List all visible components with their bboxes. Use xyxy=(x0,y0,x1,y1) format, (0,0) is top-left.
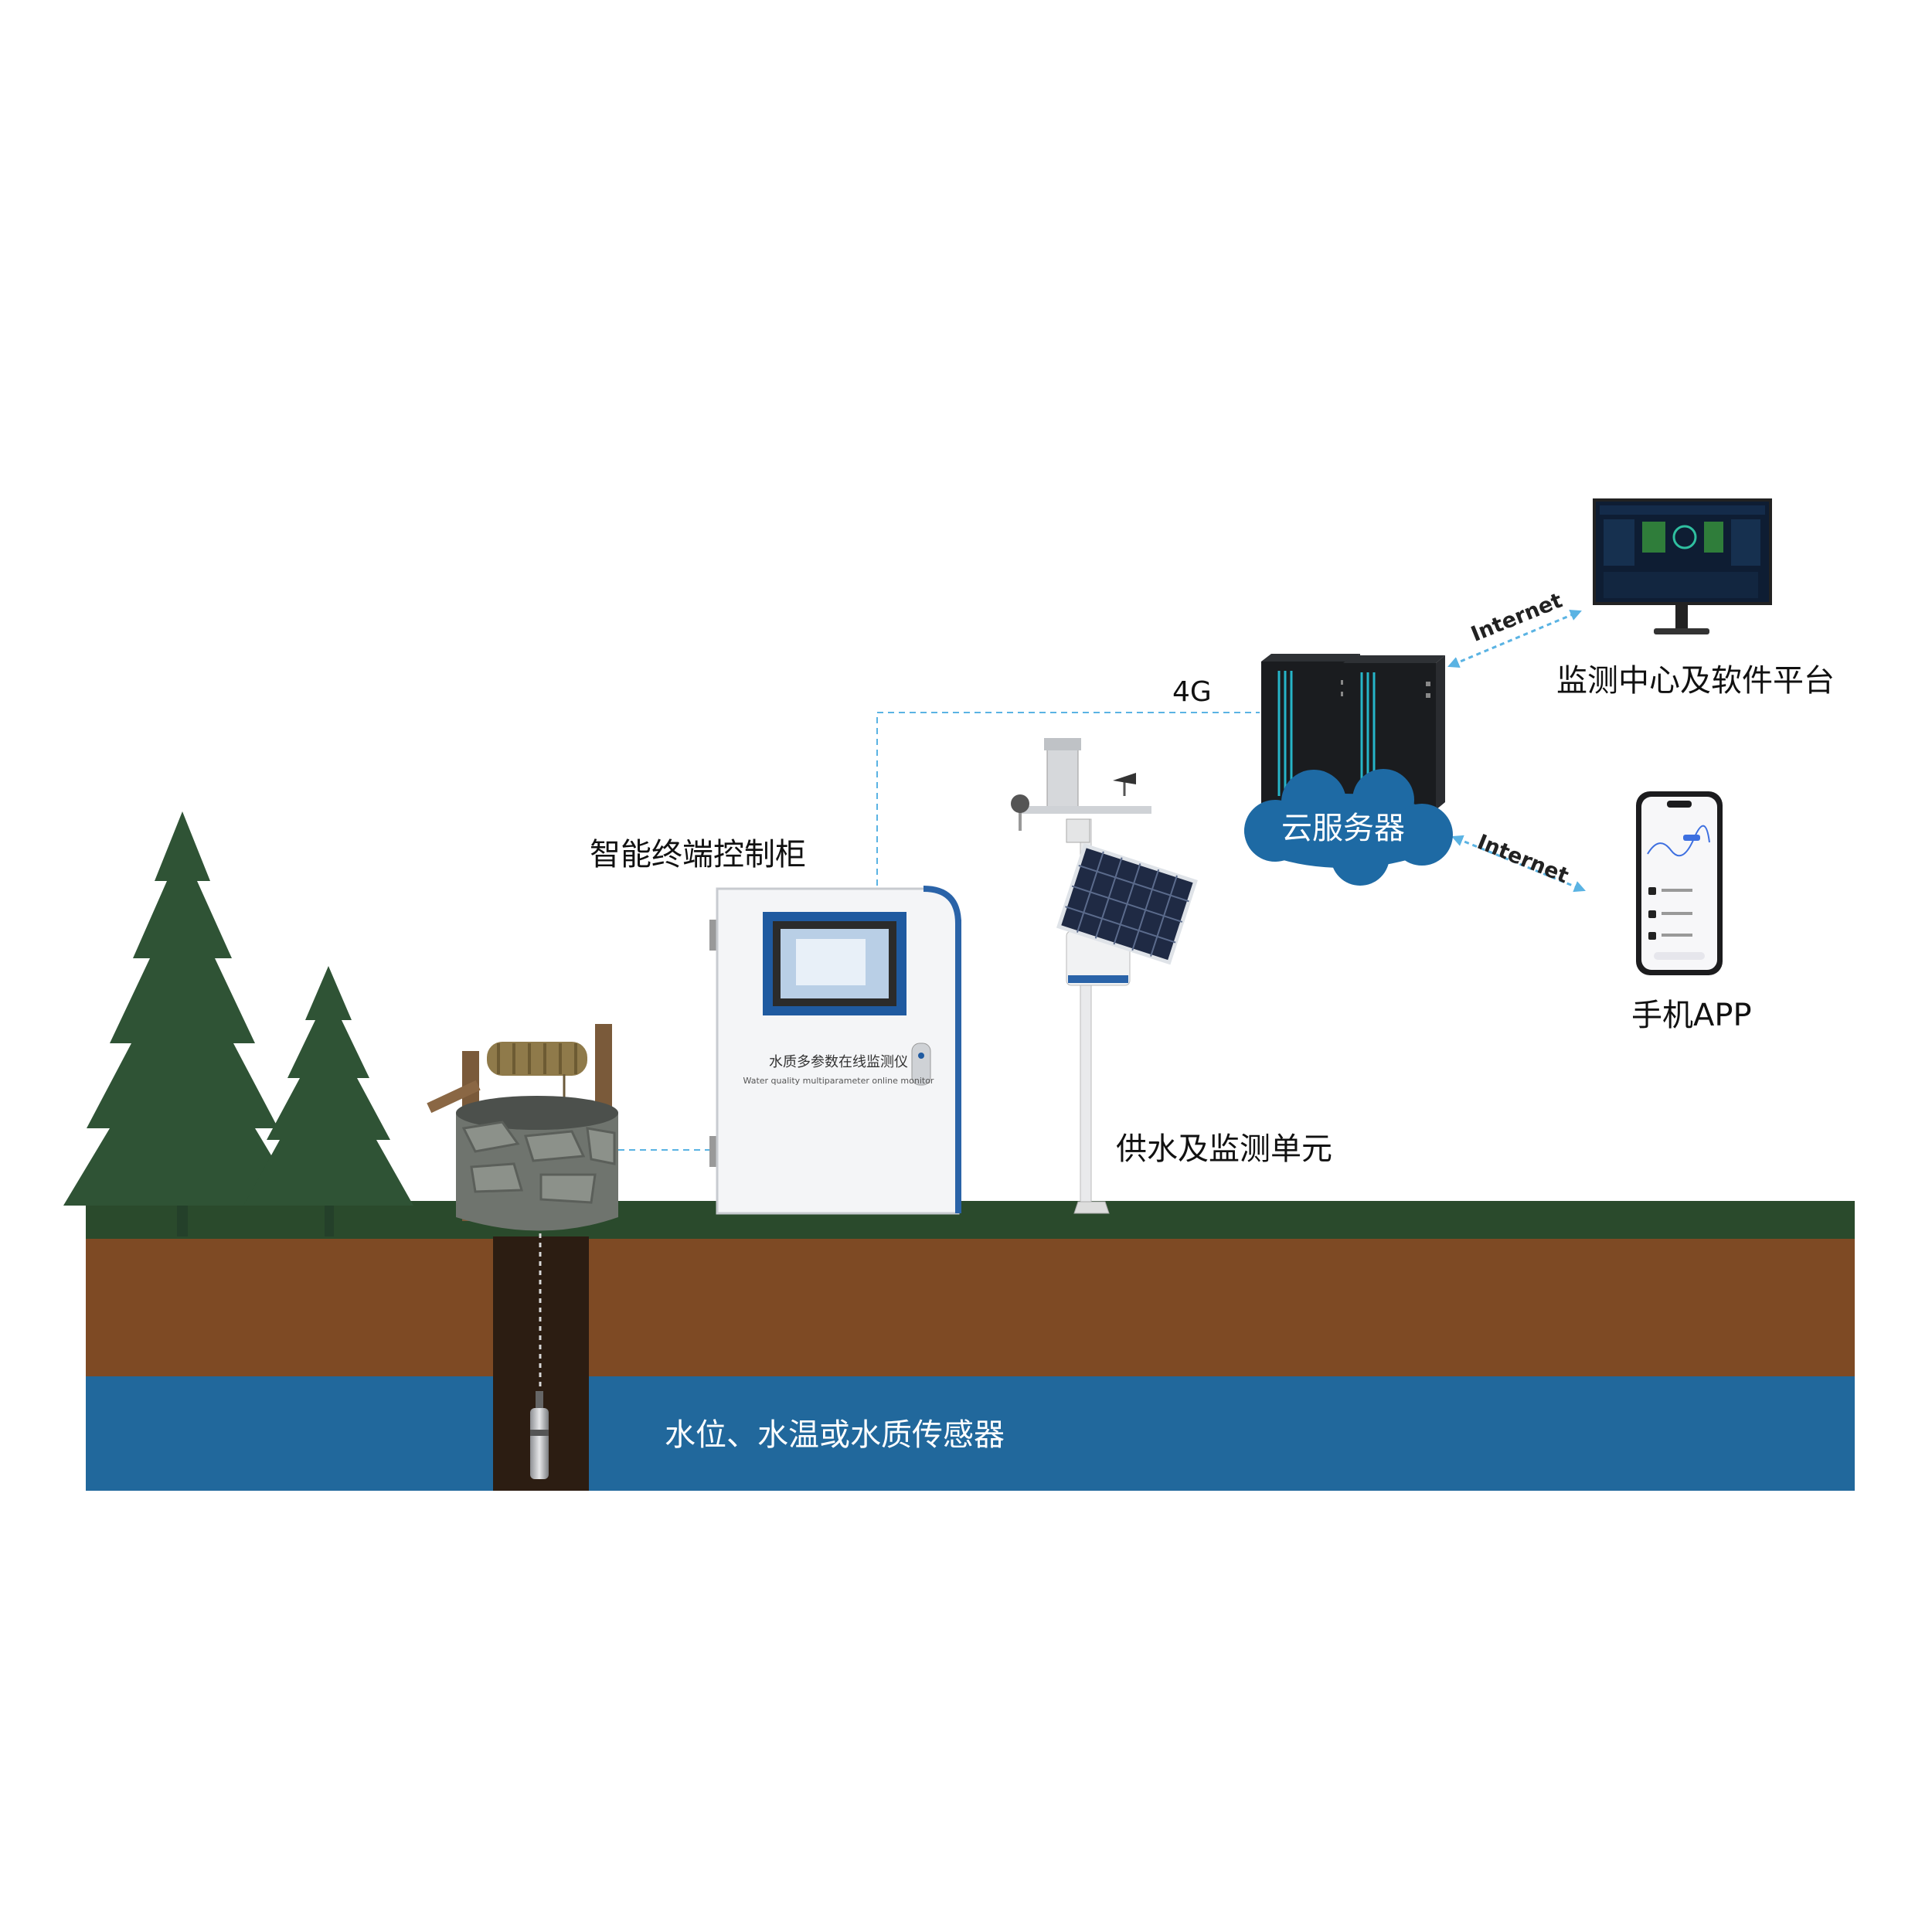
cabinet-plate-cn: 水质多参数在线监测仪 xyxy=(769,1054,908,1070)
pine-tree-icon xyxy=(63,811,301,1236)
smartphone-icon xyxy=(1636,791,1723,975)
label-sensor: 水位、水温或水质传感器 xyxy=(665,1417,1005,1453)
link-4g-line xyxy=(876,712,1260,896)
sensor-probe-icon xyxy=(530,1391,549,1479)
label-supply-unit: 供水及监测单元 xyxy=(1116,1131,1332,1167)
control-cabinet-icon xyxy=(709,886,961,1215)
pine-tree-icon xyxy=(243,966,413,1236)
label-4g: 4G xyxy=(1172,676,1212,708)
label-cloud-server: 云服务器 xyxy=(1281,811,1405,846)
monitor-icon xyxy=(1593,498,1772,634)
soil-layer xyxy=(86,1239,1855,1376)
link-internet-bottom-arrow xyxy=(1451,835,1586,893)
cloud-icon xyxy=(1244,769,1453,886)
label-control-cabinet: 智能终端控制柜 xyxy=(590,837,806,872)
grass-layer xyxy=(86,1201,1855,1239)
label-monitoring-center: 监测中心及软件平台 xyxy=(1556,663,1835,699)
groundwater-layer xyxy=(86,1376,1855,1491)
link-internet-top-arrow xyxy=(1447,609,1582,668)
label-mobile-app: 手机APP xyxy=(1631,998,1752,1033)
weather-station-icon xyxy=(1011,738,1198,1214)
well-icon xyxy=(427,1024,618,1231)
cabinet-plate-en: Water quality multiparameter online moni… xyxy=(743,1076,934,1086)
